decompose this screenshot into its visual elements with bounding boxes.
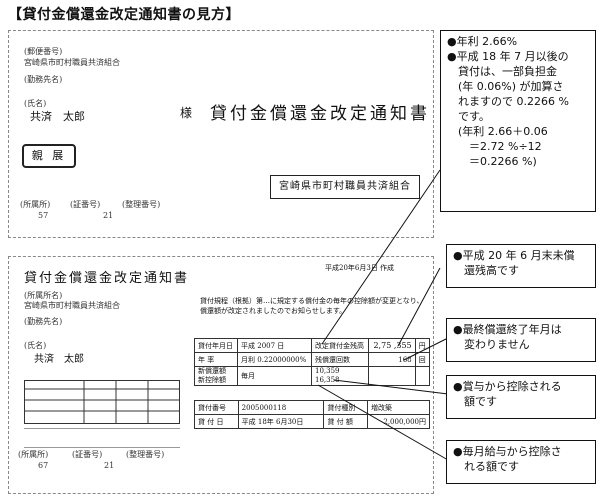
cert-no-label: (証番号) [70, 200, 101, 209]
new-amount-labels: 新償還額新控除額 [193, 366, 239, 386]
cert-no-value: 21 [103, 211, 114, 220]
dept-value: 57 [38, 211, 49, 220]
dept-label: (所属所) [20, 200, 51, 209]
confidential-stamp: 親 展 [22, 144, 76, 168]
document-title: 貸付金償還金改定通知書 [24, 271, 190, 286]
honorific: 様 [180, 106, 193, 120]
postal-code-label: (郵便番号) [24, 47, 63, 56]
count-unit: 回 [414, 352, 431, 367]
notice-title: 貸付金償還金改定通知書 [210, 104, 430, 124]
cert-no-value: 21 [104, 461, 115, 470]
recipient-name: 共済 太郎 [30, 110, 85, 123]
notice-text: 貸付規程（根拠）第…に規定する償付金の毎年の控除額が変更となり、償還額が改定され… [200, 297, 424, 315]
rate-history-table [24, 380, 180, 424]
table-row: 貸 付 日 平成 18年 6月30日 貸 付 額 2,000,000円 [194, 414, 430, 429]
notice-envelope [8, 30, 434, 238]
workplace-label: (勤務先名) [24, 317, 63, 326]
loan-amount-label: 貸 付 額 [323, 414, 369, 429]
footnote-rule [24, 428, 180, 448]
leader-line-rate [321, 169, 441, 345]
issuer-box: 宮崎県市町村職員共済組合 [270, 175, 420, 199]
name-label: (氏名) [24, 99, 47, 108]
loan-day-value: 平成 18年 6月30日 [237, 414, 325, 429]
table-row: 貸付番号 2005000118 貸付種別 増改築 [194, 400, 430, 415]
loan-table-upper: 貸付年月日 平成 2007 日 改定貸付金残高 2,75 ,355 円 年 率 … [193, 338, 431, 386]
name-label: (氏名) [24, 341, 47, 350]
leader-line-balance [397, 267, 441, 347]
cert-no-label: (証番号) [72, 450, 103, 459]
org-line: 宮崎県市町村職員共済組合 [24, 301, 120, 310]
issue-date: 平成20年6月3日 作成 [325, 264, 395, 272]
table-row: 貸付年月日 平成 2007 日 改定貸付金残高 2,75 ,355 円 [193, 338, 431, 353]
leader-line-bonus [333, 379, 449, 395]
dept-name-label: (所属所名) [24, 291, 63, 300]
workplace-label: (勤務先名) [24, 75, 63, 84]
leader-line-final [403, 337, 449, 361]
notice-document [8, 256, 434, 494]
leader-line-monthly [317, 384, 449, 461]
loan-table-lower: 貸付番号 2005000118 貸付種別 増改築 貸 付 日 平成 18年 6月… [194, 400, 430, 429]
callout-rate: ●年利 2.66% ●平成 18 年 7 月以後の 貸付は、一部負担金 (年 0… [440, 30, 596, 212]
dept-value: 67 [38, 461, 49, 470]
callout-final-date: ●最終償還終了年月は 変わりません [446, 318, 596, 362]
loan-amount-value: 2,000,000円 [367, 414, 430, 429]
page-title: 【貸付金償還金改定通知書の見方】 [8, 7, 240, 23]
sender-org-line: 宮崎県市町村職員共済組合 [24, 58, 120, 67]
loan-date-label: 貸付年月日 [193, 338, 239, 353]
ref-no-label: (整理番号) [122, 200, 161, 209]
recipient-name: 共済 太郎 [34, 354, 84, 365]
callout-bonus-deduction: ●賞与から控除される 額です [446, 375, 596, 419]
ref-no-label: (整理番号) [126, 450, 165, 459]
dept-label: (所属所) [18, 450, 49, 459]
callout-balance: ●平成 20 年 6 月末未償 還残高です [446, 244, 596, 288]
callout-monthly-deduction: ●毎月給与から控除さ れる額です [446, 440, 596, 484]
